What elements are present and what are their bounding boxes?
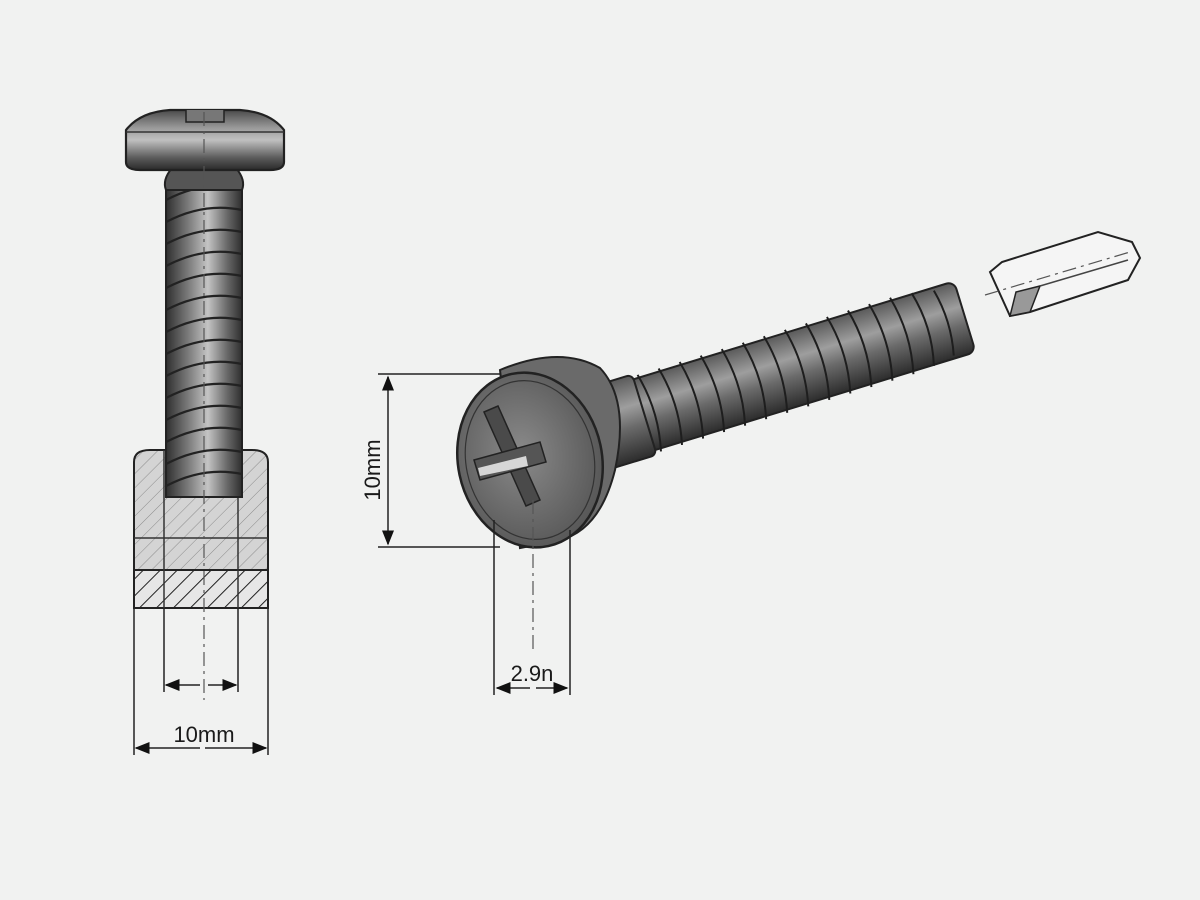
right-height-label: 10mm: [360, 439, 385, 500]
right-dimensions: [378, 373, 571, 695]
right-screw-view: 10mm 2.9n: [360, 230, 1142, 695]
right-screw-shaft: [575, 282, 975, 472]
right-width-label: 2.9n: [511, 661, 554, 686]
left-dimensions: [133, 608, 269, 755]
left-width-label: 10mm: [173, 722, 234, 747]
left-screw-view: 10mm: [124, 108, 286, 755]
driver-bit: [984, 230, 1142, 318]
phillips-recess: [473, 405, 547, 507]
pan-head: [124, 108, 286, 191]
cheese-head: [455, 356, 621, 550]
